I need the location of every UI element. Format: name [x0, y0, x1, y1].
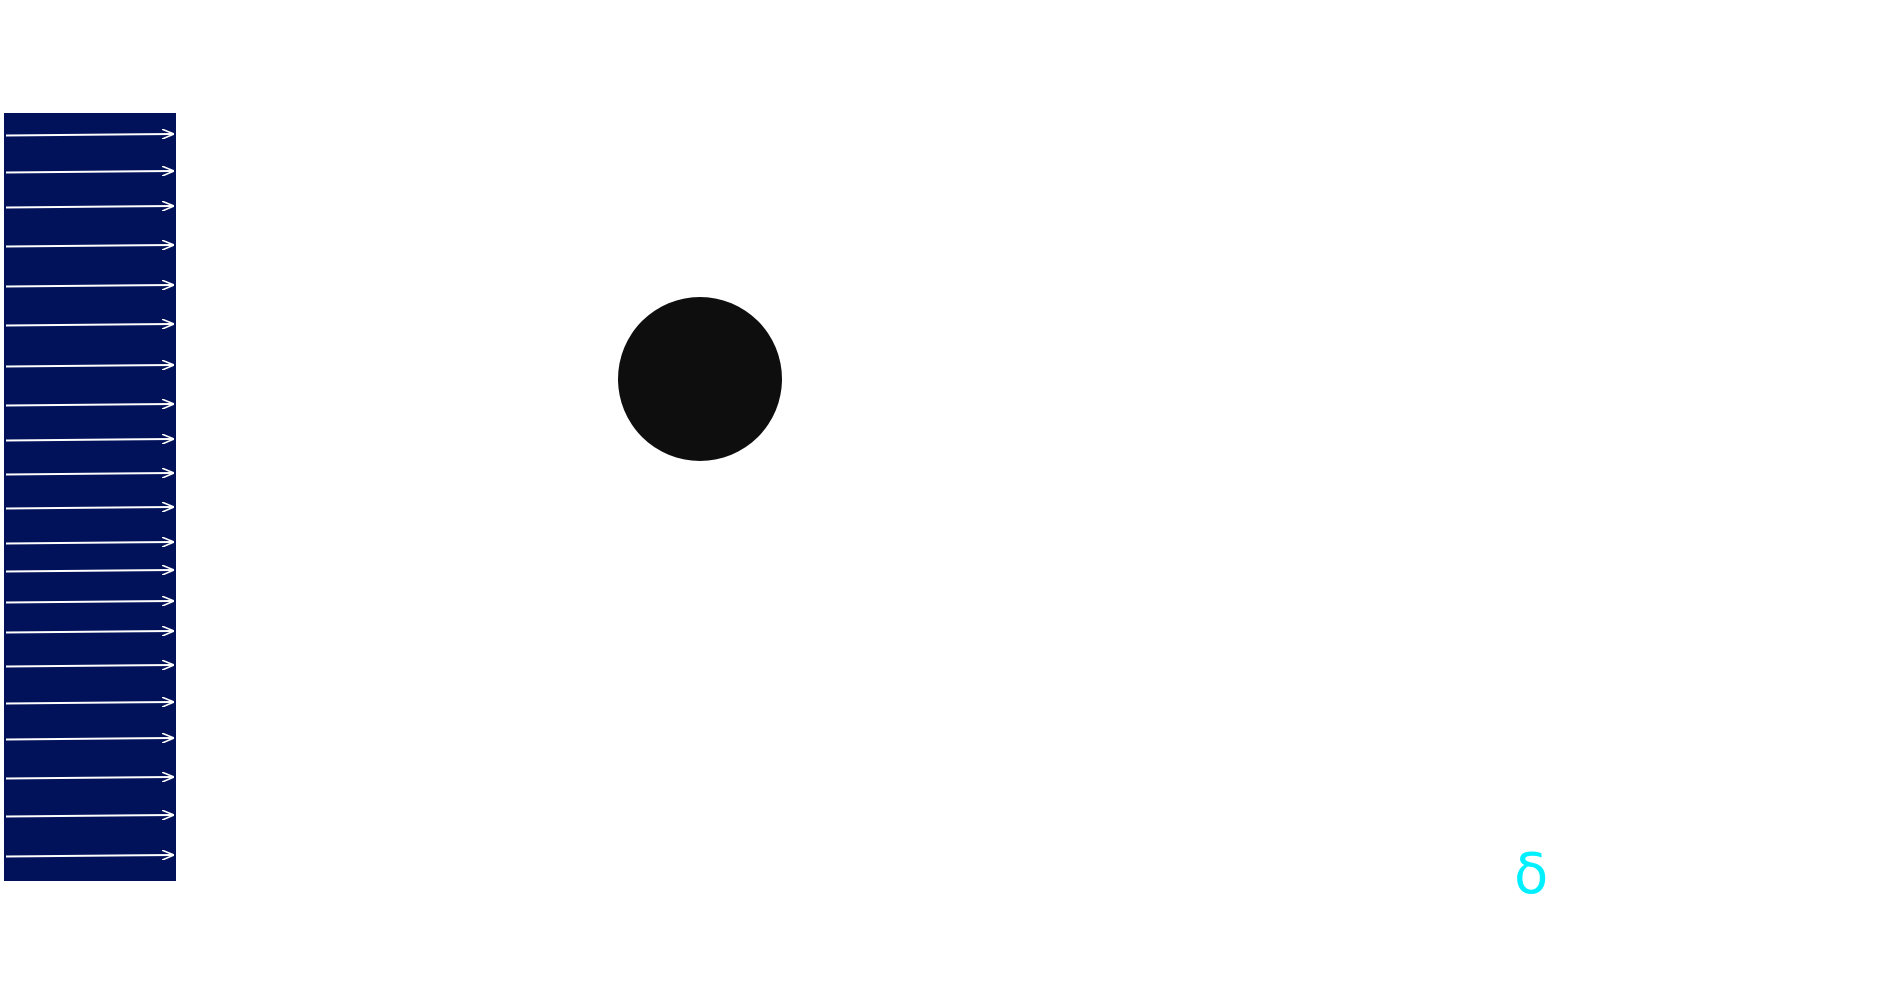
- flow-arrow: [5, 439, 173, 441]
- circular-obstacle: [618, 297, 782, 461]
- flow-arrow: [5, 665, 173, 667]
- flow-arrows: [5, 134, 173, 857]
- flow-arrow: [5, 702, 173, 704]
- flow-arrow: [5, 777, 173, 779]
- flow-arrow: [5, 171, 173, 173]
- flow-arrow: [5, 365, 173, 367]
- flow-arrow: [5, 206, 173, 208]
- flow-arrow: [5, 570, 173, 572]
- flow-arrow: [5, 601, 173, 603]
- flow-arrow: [5, 542, 173, 544]
- flow-arrow: [5, 134, 173, 136]
- flow-arrow: [5, 245, 173, 247]
- flow-arrow: [5, 738, 173, 740]
- flow-arrow: [5, 404, 173, 406]
- flow-arrow: [5, 285, 173, 287]
- flow-arrow: [5, 507, 173, 509]
- flow-arrow: [5, 815, 173, 817]
- delta-label: δ: [1514, 842, 1548, 907]
- flow-arrow: [5, 855, 173, 857]
- flow-arrow: [5, 473, 173, 475]
- flow-arrow: [5, 324, 173, 326]
- flow-arrow: [5, 631, 173, 633]
- inlet-flow-region: [4, 113, 176, 881]
